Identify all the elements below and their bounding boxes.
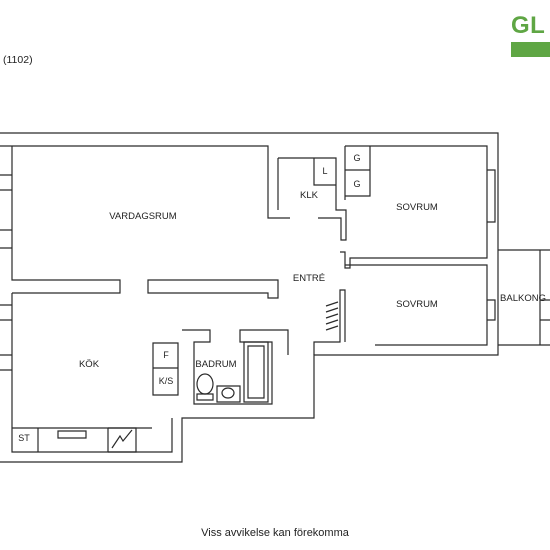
brand-logo-text: GL: [511, 12, 546, 39]
room-label-klk: KLK: [300, 190, 319, 201]
fixture-label-l: L: [322, 166, 327, 176]
fixture-label-g1: G: [353, 153, 360, 163]
room-label-badrum: BADRUM: [195, 359, 236, 370]
fixture-label-st: ST: [18, 433, 30, 443]
fixture-label-ks: K/S: [159, 376, 174, 386]
walls: [0, 132, 550, 463]
fixture-label-g2: G: [353, 179, 360, 189]
disclaimer-text: Viss avvikelse kan förekomma: [201, 527, 349, 539]
apartment-number: (1102): [3, 54, 33, 66]
fixture-label-f: F: [163, 350, 169, 360]
room-label-sovrum-1: SOVRUM: [396, 202, 438, 213]
room-label-vardagsrum: VARDAGSRUM: [109, 211, 176, 222]
room-label-entre: ENTRÉ: [293, 273, 325, 284]
room-label-balkong: BALKONG: [500, 293, 546, 304]
room-label-kok: KÖK: [79, 359, 100, 370]
brand-logo-bar: [511, 42, 550, 57]
room-label-sovrum-2: SOVRUM: [396, 299, 438, 310]
